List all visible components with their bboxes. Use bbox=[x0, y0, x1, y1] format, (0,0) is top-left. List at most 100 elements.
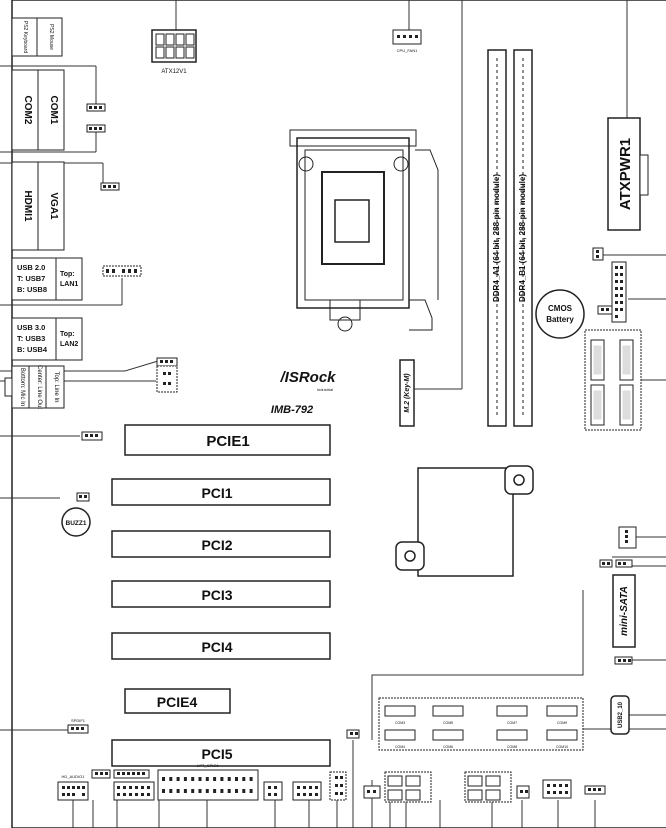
atxpwr1-connector: ATXPWR1 bbox=[607, 117, 649, 231]
pcie4-label: PCIE4 bbox=[157, 694, 198, 710]
cpu-socket bbox=[289, 129, 439, 332]
com6-label: COM6 bbox=[443, 745, 453, 749]
lpt-pin bbox=[162, 789, 165, 793]
cmos-battery: CMOS Battery bbox=[535, 289, 585, 339]
lan2-line1: Top: bbox=[60, 331, 75, 338]
hd-audio1-label: HD_AUDIO1 bbox=[62, 774, 86, 779]
usb30-line1: USB 3.0 bbox=[17, 323, 45, 332]
pci3-slot: PCI3 bbox=[111, 580, 331, 608]
asrock-logo: /ISRock Industrial IMB-792 bbox=[271, 369, 336, 416]
board-outline bbox=[11, 0, 666, 828]
right-mid-pins bbox=[602, 530, 631, 662]
mini-sata-slot: mini-SATA bbox=[612, 574, 636, 648]
cmos-line1: CMOS bbox=[548, 304, 573, 313]
m2-label: M.2 (Key-M) bbox=[404, 373, 411, 413]
lpt-pin bbox=[183, 777, 187, 781]
usb2-10-port: USB2_10 bbox=[610, 695, 630, 735]
lpt-pin bbox=[198, 789, 202, 793]
lan1-line1: Top: bbox=[60, 271, 75, 278]
lpt-pin bbox=[176, 789, 180, 793]
usb20-line2: T: USB7 bbox=[17, 274, 45, 283]
buzzer: BUZZ1 bbox=[61, 507, 91, 537]
usb20-line1: USB 2.0 bbox=[17, 263, 45, 272]
pci4-label: PCI4 bbox=[201, 639, 232, 655]
video-port-stack: HDMI1 VGA1 bbox=[11, 161, 65, 251]
pcie4-slot: PCIE4 bbox=[124, 688, 231, 714]
ddr4-b1-label: DDR4_B1 (64 bit, 288-pin module) bbox=[518, 174, 527, 302]
com5-label: COM5 bbox=[443, 721, 453, 725]
lpt-pin bbox=[249, 789, 253, 793]
ddr4-slots: DDR4_A1 (64 bit, 288-pin module) DDR4_B1… bbox=[487, 49, 533, 427]
cmos-line2: Battery bbox=[546, 315, 574, 324]
pci5-label: PCI5 bbox=[201, 746, 232, 762]
lpt-pin bbox=[176, 777, 180, 781]
chipset-heatsink bbox=[395, 465, 534, 577]
usb30-lan2-stack: USB 3.0 T: USB3 B: USB4 Top: LAN2 bbox=[11, 317, 83, 361]
vga1-label: VGA1 bbox=[48, 192, 59, 220]
com-headers-block: COM3 COM5 COM7 COM9 COM4 COM6 COM8 COM10 bbox=[378, 697, 584, 751]
com4-label: COM4 bbox=[395, 745, 405, 749]
cpu-fan1-label: CPU_FAN1 bbox=[397, 48, 418, 53]
ps2-mouse-label: PS2 Mouse bbox=[48, 24, 54, 50]
pci1-label: PCI1 bbox=[201, 485, 232, 501]
usb30-line3: B: USB4 bbox=[17, 345, 48, 354]
lpt-pin bbox=[162, 777, 165, 781]
lpt-pins bbox=[162, 777, 253, 793]
lpt-pin bbox=[169, 789, 173, 793]
audio-bottom-label: Bottom: Mic In bbox=[19, 368, 25, 406]
lpt-pin bbox=[213, 777, 217, 781]
lpt-pin bbox=[198, 777, 202, 781]
cpu-fan1-header: CPU_FAN1 bbox=[392, 29, 422, 53]
com7-label: COM7 bbox=[507, 721, 517, 725]
spdif1-label: SPDIF1 bbox=[71, 718, 86, 723]
hdmi1-label: HDMI1 bbox=[22, 190, 33, 222]
lpt-pin bbox=[191, 777, 195, 781]
left-header-pins bbox=[71, 106, 173, 730]
sata-cluster bbox=[584, 329, 642, 431]
lan1-line2: LAN1 bbox=[60, 281, 78, 288]
lpt-pin bbox=[227, 777, 231, 781]
ps2-keyboard-label: PS2 Keyboard bbox=[22, 21, 28, 53]
usb2-10-label: USB2_10 bbox=[618, 701, 624, 728]
atxpwr1-label: ATXPWR1 bbox=[617, 138, 634, 210]
com9-label: COM9 bbox=[557, 721, 567, 725]
lpt-pin bbox=[249, 777, 253, 781]
buzz1-label: BUZZ1 bbox=[66, 520, 87, 527]
pci5-slot: PCI5 bbox=[111, 739, 331, 767]
com2-label: COM2 bbox=[22, 96, 33, 125]
mini-sata-label: mini-SATA bbox=[619, 586, 630, 636]
lpt-pin bbox=[227, 789, 231, 793]
com3-label: COM3 bbox=[395, 721, 405, 725]
asrock-sub: Industrial bbox=[317, 387, 333, 392]
lpt-gpio1-label: LPT_GPIO1 bbox=[197, 763, 220, 768]
pci4-slot: PCI4 bbox=[111, 632, 331, 660]
lpt-pin bbox=[205, 777, 209, 781]
pcie1-label: PCIE1 bbox=[206, 433, 249, 450]
audio-jack-stack: Top: Line In Center: Line Out Bottom: Mi… bbox=[4, 365, 65, 409]
asrock-logo-text: /ISRock bbox=[279, 369, 336, 386]
lpt-pin bbox=[169, 777, 173, 781]
bottom-header-pins bbox=[62, 732, 601, 796]
usb20-line3: B: USB8 bbox=[17, 285, 47, 294]
usb20-lan1-stack: USB 2.0 T: USB7 B: USB8 Top: LAN1 bbox=[11, 257, 83, 301]
audio-top-label: Top: Line In bbox=[53, 371, 59, 402]
pci2-slot: PCI2 bbox=[111, 530, 331, 558]
lan2-line2: LAN2 bbox=[60, 341, 78, 348]
pci3-label: PCI3 bbox=[201, 587, 232, 603]
usb30-line2: T: USB3 bbox=[17, 334, 45, 343]
lpt-pin bbox=[191, 789, 195, 793]
ddr4-a1-label: DDR4_A1 (64 bit, 288-pin module) bbox=[492, 174, 501, 302]
pci2-label: PCI2 bbox=[201, 537, 232, 553]
lpt-pin bbox=[242, 789, 246, 793]
right-top-pins bbox=[596, 250, 623, 318]
lpt-pin bbox=[220, 777, 224, 781]
atx12v1-connector: ATX12V1 bbox=[151, 29, 197, 75]
lpt-pin bbox=[242, 777, 246, 781]
right-top-headers bbox=[592, 247, 627, 323]
bottom-small-boxes bbox=[387, 775, 501, 801]
com10-label: COM10 bbox=[556, 745, 568, 749]
com8-label: COM8 bbox=[507, 745, 517, 749]
atx12v1-label: ATX12V1 bbox=[161, 69, 187, 75]
audio-center-label: Center: Line Out bbox=[36, 365, 42, 409]
